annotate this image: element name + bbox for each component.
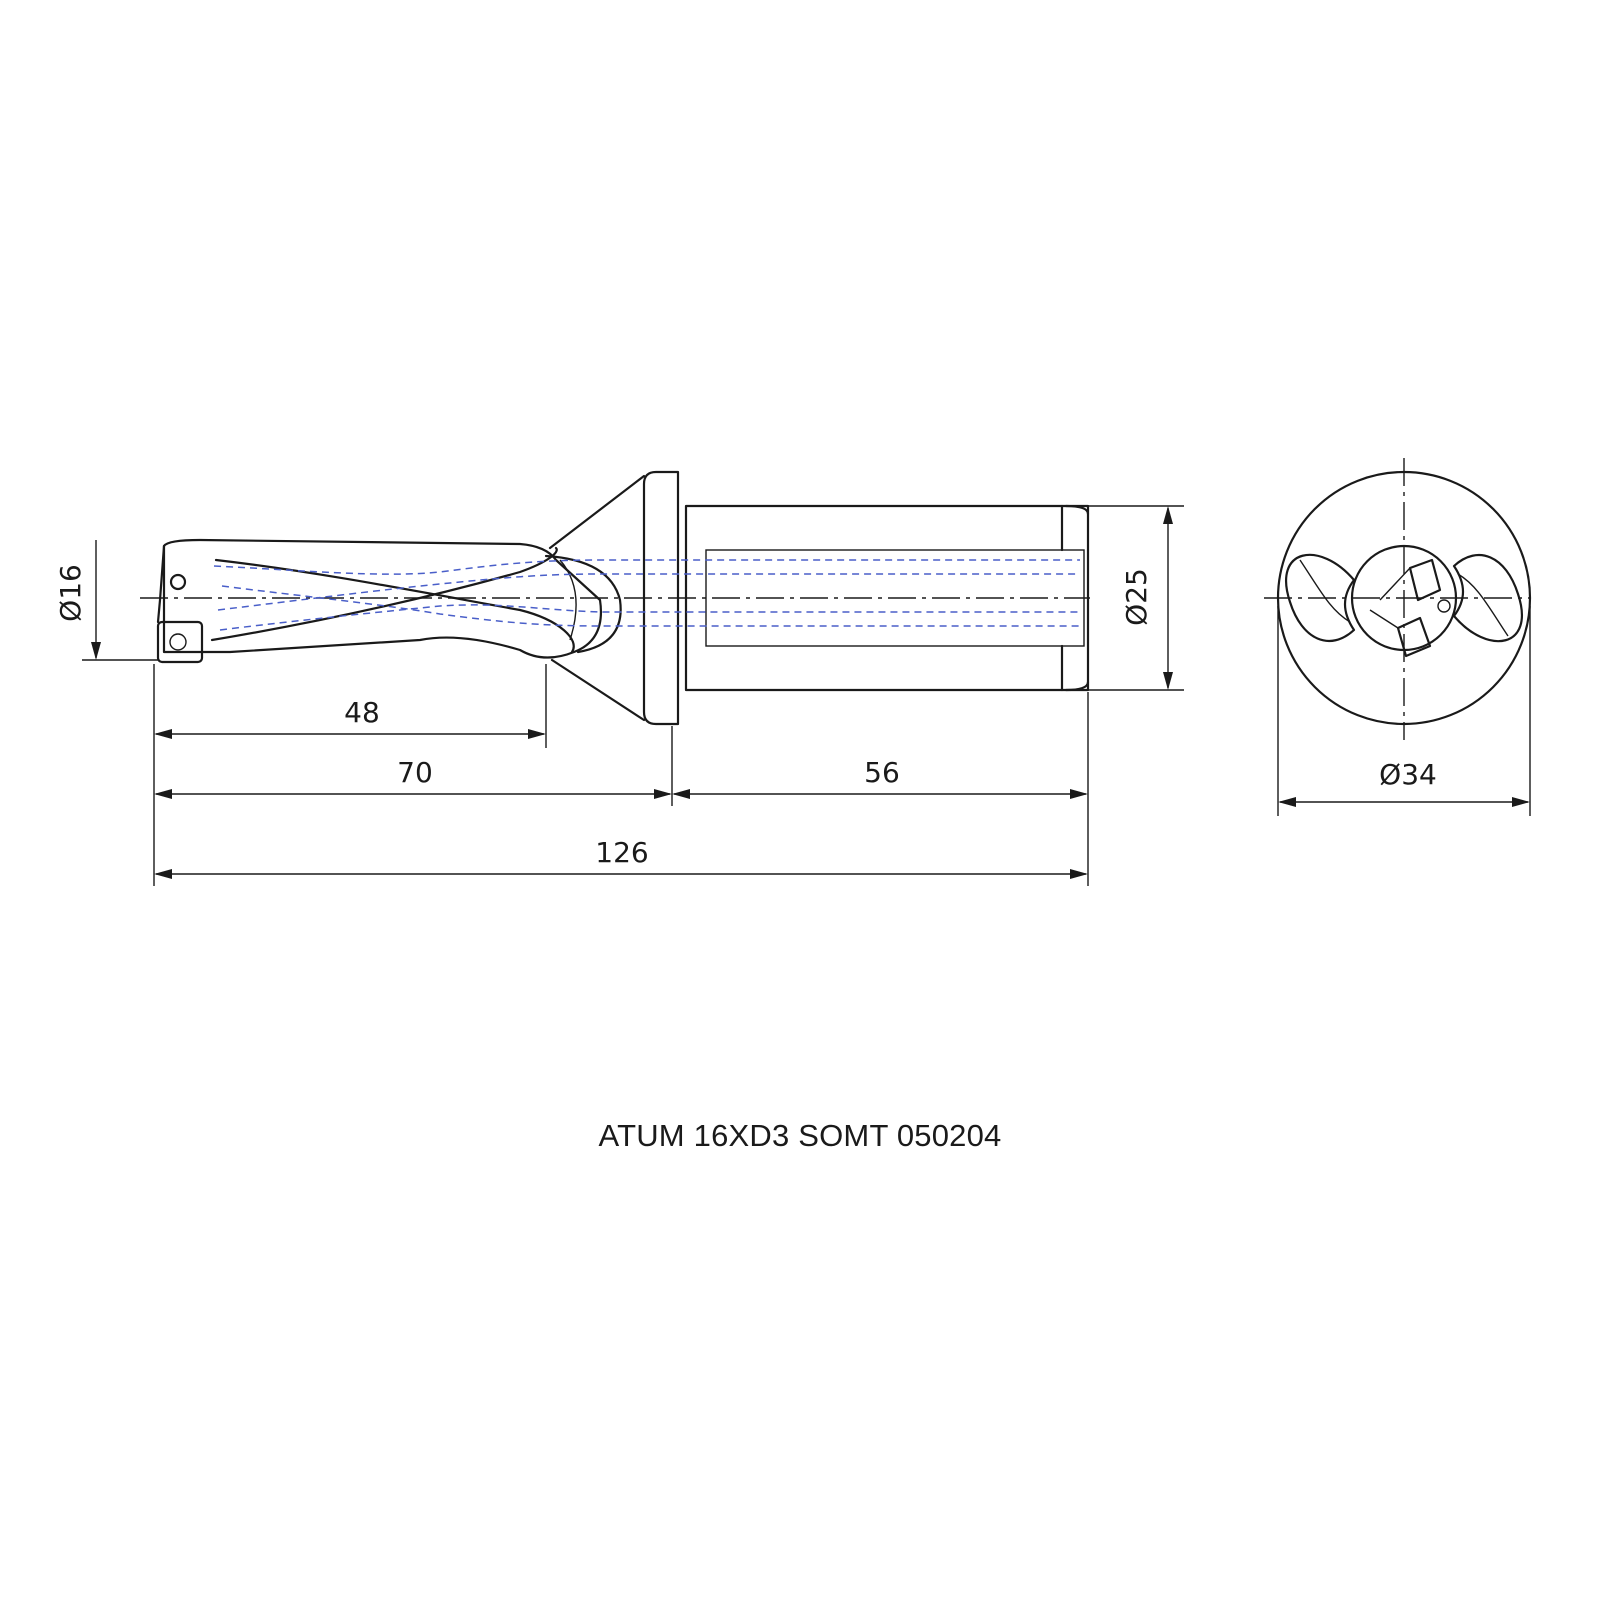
end-view-insert-upper xyxy=(1408,558,1442,602)
dia34-arrow-left xyxy=(1278,797,1296,807)
shank-end-step xyxy=(1060,504,1090,692)
dia25-arrow-bottom xyxy=(1163,672,1173,690)
dim-body-length: 70 xyxy=(397,756,433,789)
dim126-arrow-right xyxy=(1070,869,1088,879)
coolant-channel-3 xyxy=(217,573,1080,611)
dim56-arrow-right xyxy=(1070,789,1088,799)
side-view xyxy=(140,470,1090,726)
cone-transition xyxy=(548,474,646,722)
end-view-hole xyxy=(1437,599,1451,613)
flute-lobe-right-inner xyxy=(1457,573,1509,637)
dim-flange-diameter: Ø34 xyxy=(1379,758,1437,791)
drill-body-outline xyxy=(162,538,602,659)
dim-shank-length: 56 xyxy=(864,756,900,789)
insert xyxy=(156,620,204,664)
flute-curve-lower xyxy=(210,546,558,642)
dim-shank-diameter: Ø25 xyxy=(1120,568,1153,626)
dia25-arrow-top xyxy=(1163,506,1173,524)
flange xyxy=(642,470,680,726)
flange-circle xyxy=(1276,470,1532,726)
coolant-channel-4 xyxy=(219,604,1080,631)
part-designation: ATUM 16XD3 SOMT 050204 xyxy=(598,1118,1002,1153)
dim56-arrow-left xyxy=(672,789,690,799)
dim-flute-length: 48 xyxy=(344,696,380,729)
dia16-arrow xyxy=(91,642,101,660)
dim-overall-length: 126 xyxy=(595,836,648,869)
flute-land xyxy=(544,554,622,654)
dim70-arrow-right xyxy=(654,789,672,799)
coolant-channel-2 xyxy=(221,585,1080,627)
flute-lobe-left xyxy=(1284,553,1356,642)
flute-edge xyxy=(559,559,577,641)
end-view xyxy=(1264,458,1532,740)
shank-flat xyxy=(705,549,1085,647)
dim48-arrow-left xyxy=(154,729,172,739)
dimensions: Ø16 Ø25 Ø34 48 70 56 126 xyxy=(54,505,1531,886)
cutting-tip xyxy=(156,544,166,624)
dim70-arrow-left xyxy=(154,789,172,799)
dia34-arrow-right xyxy=(1512,797,1530,807)
dim126-arrow-left xyxy=(154,869,172,879)
flute-lobe-right xyxy=(1452,554,1524,643)
flute-lobe-left-inner xyxy=(1299,559,1351,623)
dim48-arrow-right xyxy=(528,729,546,739)
dim-drill-diameter: Ø16 xyxy=(54,564,87,622)
side-view-screw xyxy=(169,573,187,591)
end-view-pocket xyxy=(1369,567,1411,629)
coolant-channel-1 xyxy=(213,559,1080,575)
end-view-insert-lower xyxy=(1396,616,1432,658)
insert-screw-hole xyxy=(169,633,187,651)
